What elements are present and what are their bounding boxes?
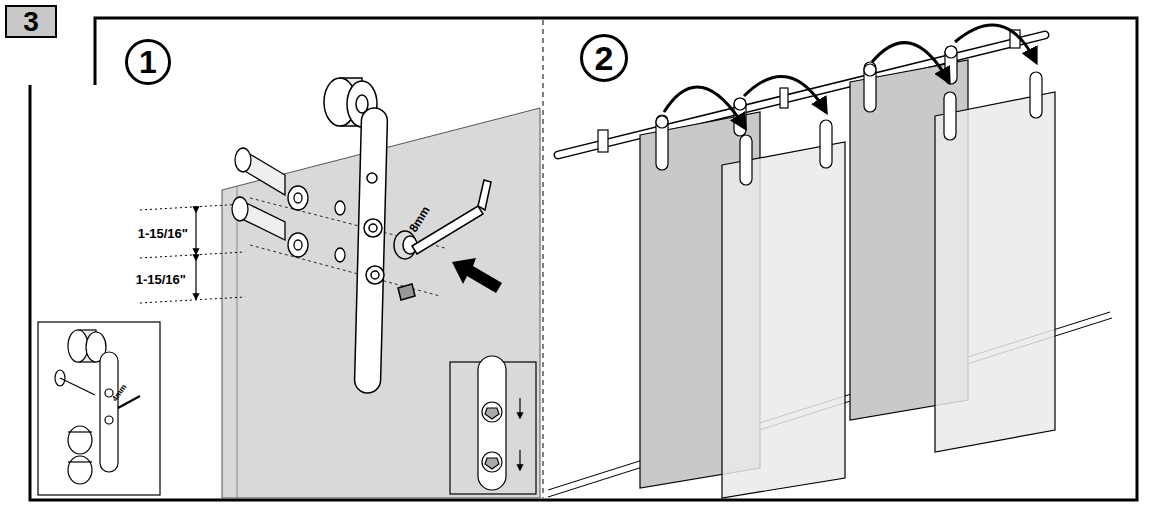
divider [543, 20, 544, 498]
dimension-guides [140, 204, 245, 303]
inset-right [450, 356, 536, 494]
move-arrows [664, 25, 1036, 128]
push-arrow [452, 258, 502, 293]
inset-left [38, 322, 160, 495]
bolt-and-key [394, 180, 491, 300]
dimension-label: 1-15/16" [136, 272, 186, 287]
dimension-arrows [195, 212, 196, 299]
node-text: 1 [139, 46, 157, 78]
dimension-label: 1-15/16" [138, 226, 188, 241]
node-text: 2 [595, 41, 614, 75]
callout-number: 2 [580, 34, 628, 82]
frame [30, 18, 1137, 500]
callout-number: 1 [125, 39, 171, 85]
roller-hanger [324, 78, 388, 393]
door-hangers [656, 46, 1042, 185]
glass-doors [640, 60, 1055, 498]
back-fittings [232, 148, 345, 262]
step-number: 3 [5, 5, 57, 38]
glass-edge [237, 187, 238, 498]
glass-panel [222, 108, 540, 498]
node-text: 3 [23, 8, 39, 36]
